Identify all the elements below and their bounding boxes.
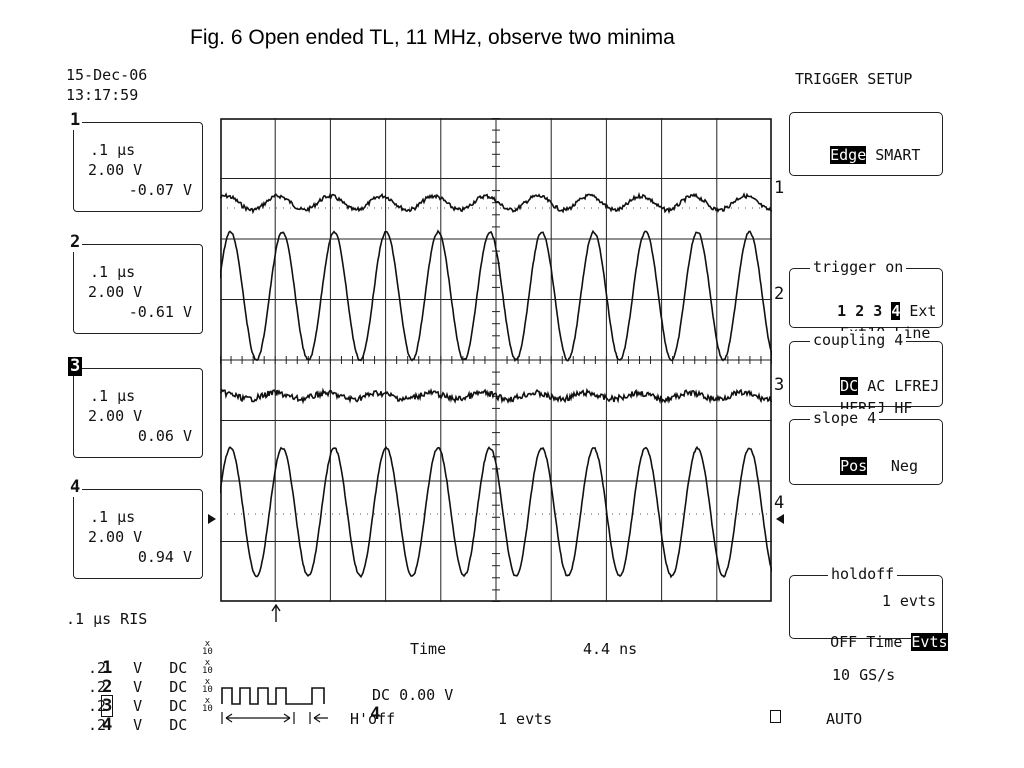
channel-status-row: 1.2 V DC bbox=[66, 640, 246, 678]
holdoff-readout: 1 evts bbox=[498, 710, 553, 728]
channel-status-text: .2 V DC bbox=[88, 659, 188, 677]
channel-1-box[interactable]: 1 .1 µs 2.00 V -0.07 V bbox=[68, 111, 203, 212]
slope-pos-option[interactable]: Pos bbox=[840, 457, 868, 475]
trigger-source-ext[interactable]: Ext bbox=[909, 302, 937, 320]
channel-3-offset: 0.06 V bbox=[137, 427, 192, 445]
channel-4-timebase: .1 µs bbox=[90, 508, 136, 526]
channel-1-offset: -0.07 V bbox=[128, 181, 192, 199]
trigger-source-1[interactable]: 1 bbox=[837, 302, 847, 320]
holdoff-evts-option[interactable]: Evts bbox=[911, 633, 948, 651]
trace-4-marker: 4 bbox=[774, 493, 785, 513]
trace-3-marker: 3 bbox=[774, 375, 785, 395]
channel-1-number: 1 bbox=[68, 110, 83, 130]
holdoff-label: H'off bbox=[350, 710, 396, 728]
smart-option[interactable]: SMART bbox=[875, 146, 921, 164]
channel-status-text: .2 V DC bbox=[88, 697, 188, 715]
coupling-lfrej-option[interactable]: LFREJ bbox=[894, 377, 940, 395]
coupling-ac-option[interactable]: AC bbox=[867, 377, 886, 395]
holdoff-menu[interactable]: holdoff 1 evts OFF Time Evts bbox=[789, 565, 948, 651]
channel-3-volts-div: 2.00 V bbox=[88, 407, 143, 425]
trace-1-marker: 1 bbox=[774, 178, 785, 198]
coupling-menu[interactable]: coupling 4 DC AC LFREJ HFREJ HF bbox=[789, 331, 943, 417]
channel-4-number: 4 bbox=[68, 477, 83, 497]
channel-status-number: 2 bbox=[102, 677, 113, 697]
channel-status-row: 3.2 V DC bbox=[66, 678, 246, 717]
holdoff-pulse-icon bbox=[221, 687, 328, 724]
figure-caption: Fig. 6 Open ended TL, 11 MHz, observe tw… bbox=[190, 26, 675, 49]
trace-1-waveform bbox=[220, 191, 772, 215]
channel-status-row: 2.2 V DC bbox=[66, 659, 246, 697]
slope-neg-option[interactable]: Neg bbox=[890, 457, 918, 475]
channel-status-row: 4.2 V DC bbox=[66, 697, 246, 735]
menu-title: TRIGGER SETUP bbox=[795, 70, 913, 88]
trigger-source-4[interactable]: 4 bbox=[891, 302, 901, 320]
holdoff-time-option[interactable]: Time bbox=[866, 633, 903, 651]
trigger-source-2[interactable]: 2 bbox=[855, 302, 865, 320]
trace-2-marker: 2 bbox=[774, 284, 785, 304]
edge-option[interactable]: Edge bbox=[830, 146, 867, 164]
trigger-position-arrow-icon bbox=[271, 604, 281, 622]
slope-title: slope 4 bbox=[810, 409, 880, 428]
channel-2-number: 2 bbox=[68, 232, 83, 252]
channel-1-timebase: .1 µs bbox=[90, 141, 136, 159]
holdoff-title: holdoff bbox=[828, 565, 898, 584]
channel-3-box[interactable]: 3 .1 µs 2.00 V 0.06 V bbox=[68, 357, 203, 458]
channel-1-volts-div: 2.00 V bbox=[88, 161, 143, 179]
channel-2-volts-div: 2.00 V bbox=[88, 283, 143, 301]
trace-2-waveform bbox=[220, 229, 772, 363]
date-readout: 15-Dec-06 bbox=[66, 66, 148, 84]
channel-status-number: 4 bbox=[102, 715, 113, 735]
run-mode: AUTO bbox=[826, 710, 863, 728]
channel-4-volts-div: 2.00 V bbox=[88, 528, 143, 546]
channel-status-number: 1 bbox=[102, 658, 113, 678]
acquisition-status-icon bbox=[770, 710, 781, 723]
channel-4-offset: 0.94 V bbox=[137, 548, 192, 566]
trigger-on-title: trigger on bbox=[810, 258, 907, 277]
trigger-on-menu[interactable]: trigger on 1 2 3 4 Ext Ext10 Line bbox=[789, 258, 943, 342]
timebase-mode: .1 µs RIS bbox=[66, 610, 148, 628]
trigger-channel-number: 4 bbox=[370, 704, 381, 724]
time-label: Time bbox=[410, 640, 447, 658]
channel-status-text: .2 V DC bbox=[88, 716, 188, 734]
channel-2-offset: -0.61 V bbox=[128, 303, 192, 321]
channel-status-text: .2 V DC bbox=[88, 678, 188, 696]
sample-rate: 10 GS/s bbox=[832, 666, 896, 684]
channel-3-timebase: .1 µs bbox=[90, 387, 136, 405]
trigger-source-3[interactable]: 3 bbox=[873, 302, 883, 320]
trigger-level-right-arrow-icon bbox=[776, 514, 784, 524]
waveform-display[interactable] bbox=[220, 118, 772, 602]
coupling-dc-option[interactable]: DC bbox=[840, 377, 859, 395]
trigger-level-readout: DC 0.00 V bbox=[372, 686, 454, 704]
trigger-type-menu[interactable]: Edge SMART bbox=[789, 112, 943, 176]
channel-status-number: 3 bbox=[101, 695, 114, 717]
time-readout: 13:17:59 bbox=[66, 86, 139, 104]
channel-4-box[interactable]: 4 .1 µs 2.00 V 0.94 V bbox=[68, 478, 203, 579]
graticule bbox=[220, 118, 772, 602]
coupling-title: coupling 4 bbox=[810, 331, 907, 350]
trace-3-waveform bbox=[220, 387, 772, 405]
channel-3-number: 3 bbox=[68, 356, 83, 376]
trace-4-waveform bbox=[220, 445, 772, 579]
time-readout-value: 4.4 ns bbox=[583, 640, 638, 658]
coupling-hf-option[interactable]: HF bbox=[894, 399, 913, 417]
waveform-traces bbox=[220, 191, 772, 579]
holdoff-off-option[interactable]: OFF bbox=[830, 633, 858, 651]
slope-menu[interactable]: slope 4 Pos Neg bbox=[789, 409, 943, 485]
trigger-level-left-arrow-icon bbox=[208, 514, 216, 524]
holdoff-value: 1 evts bbox=[881, 592, 936, 610]
channel-2-box[interactable]: 2 .1 µs 2.00 V -0.61 V bbox=[68, 233, 203, 334]
channel-2-timebase: .1 µs bbox=[90, 263, 136, 281]
